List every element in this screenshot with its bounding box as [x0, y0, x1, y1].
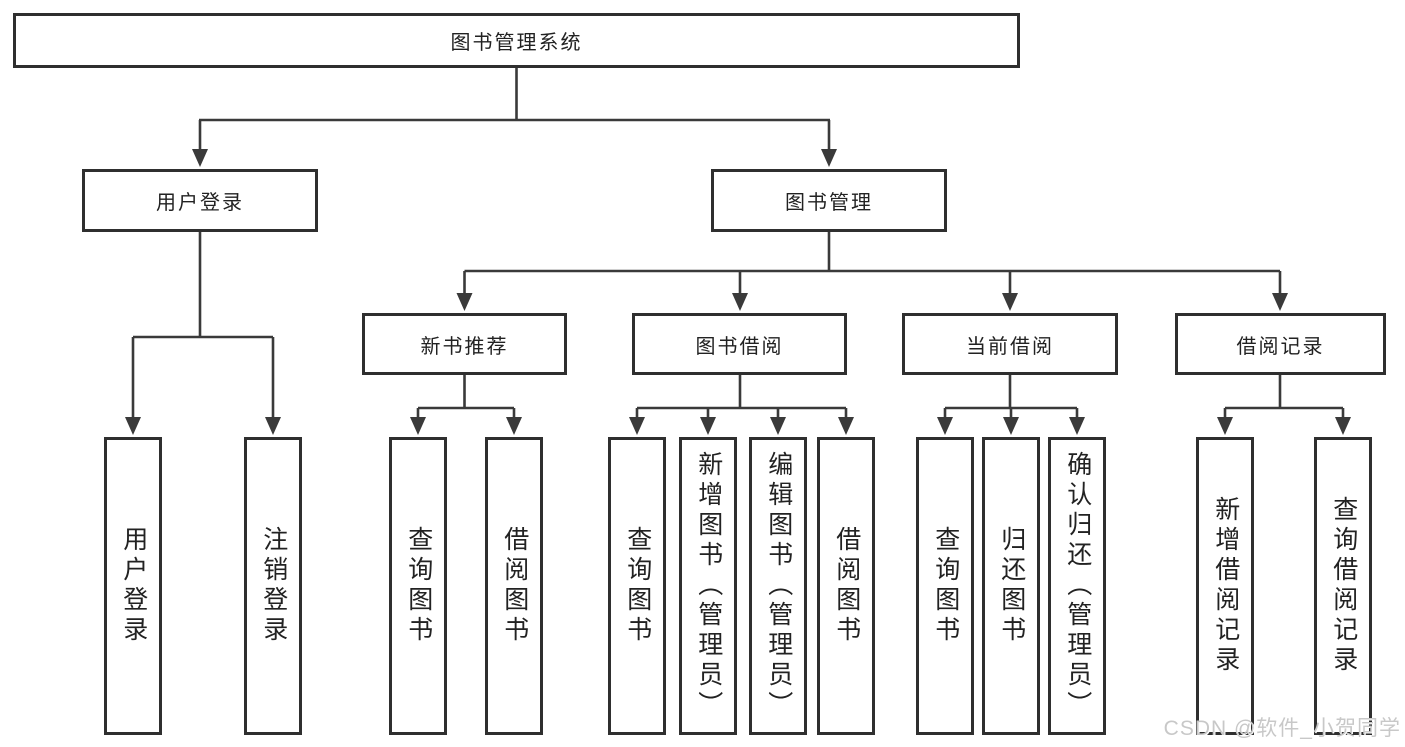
node-current-borrow: 当前借阅: [902, 313, 1118, 375]
leaf-label: 查询图书: [404, 526, 433, 646]
node-label: 图书借阅: [695, 335, 784, 358]
node-borrow-records: 借阅记录: [1175, 313, 1386, 375]
node-label: 图书管理: [785, 192, 873, 214]
node-root: 图书管理系统: [13, 13, 1020, 68]
leaf-label: 注销登录: [259, 526, 288, 646]
leaf-label: 新增借阅记录: [1211, 496, 1240, 676]
leaf-label: 借阅图书: [500, 526, 529, 646]
leaf-edit-books-admin: 编辑图书（管理员）: [749, 437, 807, 735]
leaf-label: 借阅图书: [832, 526, 861, 646]
leaf-current-query-books: 查询图书: [916, 437, 974, 735]
leaf-query-borrow-record: 查询借阅记录: [1314, 437, 1372, 735]
leaf-user-login: 用户登录: [104, 437, 162, 735]
node-book-borrow: 图书借阅: [632, 313, 847, 375]
connector-root-to-level2: [198, 68, 831, 153]
leaf-newbook-borrow-books: 借阅图书: [485, 437, 543, 735]
connector-records-to-leaves: [1223, 375, 1345, 421]
leaf-label: 查询图书: [623, 526, 652, 646]
node-label: 借阅记录: [1236, 335, 1325, 358]
node-label: 当前借阅: [966, 335, 1054, 358]
node-user-login: 用户登录: [82, 169, 318, 232]
leaf-label: 归还图书: [997, 526, 1026, 646]
leaf-borrow-query-books: 查询图书: [608, 437, 666, 735]
leaf-label: 确认归还（管理员）: [1063, 451, 1092, 721]
leaf-label: 用户登录: [119, 526, 148, 646]
connector-newbook-to-leaves: [416, 375, 516, 421]
leaf-confirm-return-admin: 确认归还（管理员）: [1048, 437, 1106, 735]
node-label: 新书推荐: [420, 335, 509, 358]
leaf-label: 查询借阅记录: [1329, 496, 1358, 676]
connector-borrow-to-leaves: [635, 375, 848, 421]
leaf-add-books-admin: 新增图书（管理员）: [679, 437, 737, 735]
node-book-management: 图书管理: [711, 169, 947, 232]
connector-current-to-leaves: [943, 375, 1079, 421]
node-new-book-recommend: 新书推荐: [362, 313, 567, 375]
leaf-newbook-query-books: 查询图书: [389, 437, 447, 735]
leaf-logout: 注销登录: [244, 437, 302, 735]
leaf-label: 新增图书（管理员）: [694, 451, 723, 721]
node-label: 用户登录: [156, 192, 244, 214]
connector-login-to-leaves: [131, 232, 275, 421]
node-label: 图书管理系统: [450, 32, 583, 54]
leaf-return-books: 归还图书: [982, 437, 1040, 735]
leaf-label: 编辑图书（管理员）: [764, 451, 793, 721]
connector-manage-to-level3: [463, 232, 1282, 297]
leaf-add-borrow-record: 新增借阅记录: [1196, 437, 1254, 735]
leaf-borrow-books: 借阅图书: [817, 437, 875, 735]
watermark: CSDN @软件_小贺同学: [1163, 717, 1401, 740]
leaf-label: 查询图书: [931, 526, 960, 646]
